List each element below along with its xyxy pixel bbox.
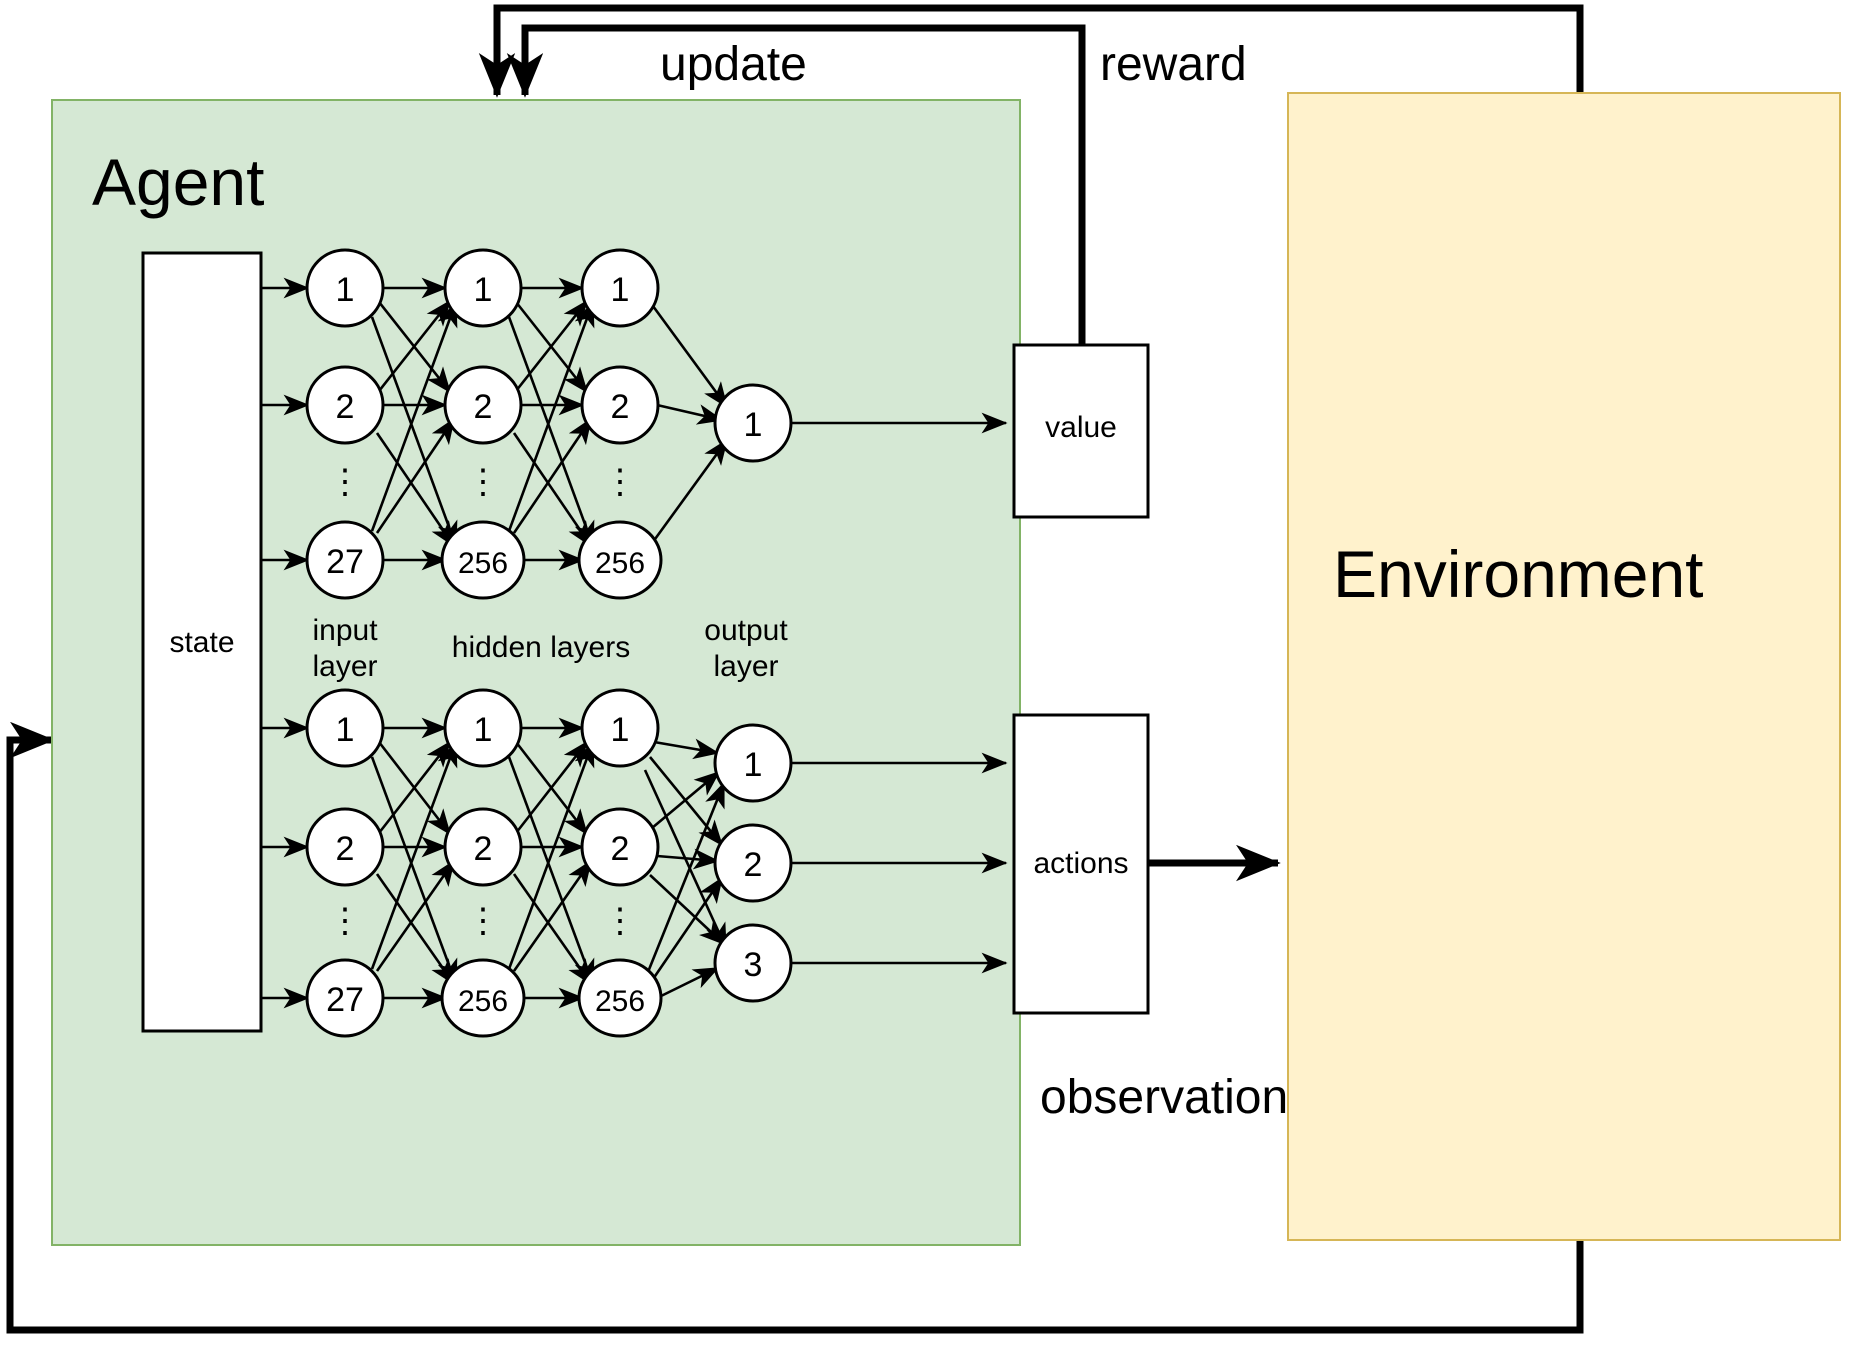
agent-title: Agent xyxy=(92,145,264,219)
node-label: 256 xyxy=(595,547,645,580)
hidden1-to-hidden2-edges xyxy=(507,277,595,571)
node xyxy=(305,365,385,445)
node xyxy=(713,923,793,1003)
node-label: 1 xyxy=(336,711,355,749)
critic-output-layer: 1 xyxy=(713,383,793,463)
value-box-label: value xyxy=(1045,411,1117,444)
policy-output-to-actions-edges xyxy=(791,752,1008,974)
hidden2-to-output-edges xyxy=(648,301,729,547)
update-loop-line xyxy=(506,24,1086,345)
value-network: 1 2 ⋮ 27 1 2 ⋮ 256 1 2 ⋮ 256 xyxy=(261,248,1008,600)
actor-output-layer: 1 2 3 xyxy=(713,723,793,1003)
node-label: 2 xyxy=(336,388,355,426)
policy-network: 1 2 ⋮ 27 1 2 ⋮ 256 1 2 ⋮ 256 xyxy=(261,688,1008,1038)
node xyxy=(580,248,660,328)
vertical-ellipsis: ⋮ xyxy=(466,902,500,940)
node-label: 1 xyxy=(744,746,763,784)
reward-loop-line xyxy=(478,4,1584,98)
node-label: 2 xyxy=(611,830,630,868)
node-label: 2 xyxy=(336,830,355,868)
node-label: 27 xyxy=(326,543,364,581)
actions-box xyxy=(1012,713,1150,1015)
update-label: update xyxy=(660,38,807,91)
node xyxy=(440,958,526,1038)
actor-input-layer: 1 2 ⋮ 27 xyxy=(305,688,385,1038)
node-label: 27 xyxy=(326,981,364,1019)
critic-input-layer: 1 2 ⋮ 27 xyxy=(305,248,385,600)
node-label: 1 xyxy=(611,711,630,749)
value-box xyxy=(1012,343,1150,519)
node xyxy=(713,383,793,463)
environment-container xyxy=(1287,92,1841,1241)
node xyxy=(440,520,526,600)
node xyxy=(305,520,385,600)
node-label: 2 xyxy=(474,830,493,868)
node-label: 2 xyxy=(611,388,630,426)
vertical-ellipsis: ⋮ xyxy=(328,463,362,501)
observation-loop-line xyxy=(6,721,1584,1334)
node xyxy=(443,365,523,445)
node xyxy=(305,958,385,1038)
node xyxy=(443,807,523,887)
node xyxy=(443,248,523,328)
vertical-ellipsis: ⋮ xyxy=(603,902,637,940)
vertical-ellipsis: ⋮ xyxy=(328,902,362,940)
node xyxy=(305,688,385,768)
critic-hidden-layer-2: 1 2 ⋮ 256 xyxy=(577,248,663,600)
node xyxy=(577,958,663,1038)
actions-box-label: actions xyxy=(1033,847,1128,880)
node xyxy=(443,688,523,768)
node-label: 256 xyxy=(458,985,508,1018)
node-label: 256 xyxy=(458,547,508,580)
actor-hidden-layer-2: 1 2 ⋮ 256 xyxy=(577,688,663,1038)
environment-title: Environment xyxy=(1333,537,1704,611)
node-label: 3 xyxy=(744,946,763,984)
node-label: 1 xyxy=(336,271,355,309)
observation-label: observation xyxy=(1040,1071,1288,1124)
node-label: 2 xyxy=(474,388,493,426)
vertical-ellipsis: ⋮ xyxy=(603,463,637,501)
state-to-input-edges xyxy=(261,717,310,1009)
state-to-input-edges xyxy=(261,277,310,571)
loop-labels: update reward observation xyxy=(660,38,1288,1124)
node xyxy=(580,807,660,887)
output-layer-caption-line2: layer xyxy=(713,650,778,683)
node xyxy=(305,248,385,328)
node xyxy=(713,823,793,903)
node xyxy=(305,807,385,887)
actor-hidden-layer-1: 1 2 ⋮ 256 xyxy=(440,688,526,1038)
vertical-ellipsis: ⋮ xyxy=(466,463,500,501)
node-label: 1 xyxy=(744,406,763,444)
reward-label: reward xyxy=(1100,38,1247,91)
node xyxy=(580,365,660,445)
hidden-layers-caption: hidden layers xyxy=(452,631,630,664)
hidden2-to-output-edges xyxy=(643,738,728,1000)
state-box-label: state xyxy=(169,626,234,659)
layer-captions: input layer hidden layers output layer xyxy=(312,614,788,683)
input-layer-caption-line1: input xyxy=(312,614,378,647)
critic-hidden-layer-1: 1 2 ⋮ 256 xyxy=(440,248,526,600)
output-layer-caption-line1: output xyxy=(704,614,788,647)
state-box xyxy=(141,251,263,1033)
hidden1-to-hidden2-edges xyxy=(507,717,595,1009)
node-label: 256 xyxy=(595,985,645,1018)
node xyxy=(580,688,660,768)
node-label: 2 xyxy=(744,846,763,884)
input-to-hidden1-edges xyxy=(370,717,458,1009)
node-label: 1 xyxy=(611,271,630,309)
input-layer-caption-line2: layer xyxy=(312,650,377,683)
node xyxy=(713,723,793,803)
input-to-hidden1-edges xyxy=(370,277,458,571)
node xyxy=(577,520,663,600)
node-label: 1 xyxy=(474,271,493,309)
node-label: 1 xyxy=(474,711,493,749)
